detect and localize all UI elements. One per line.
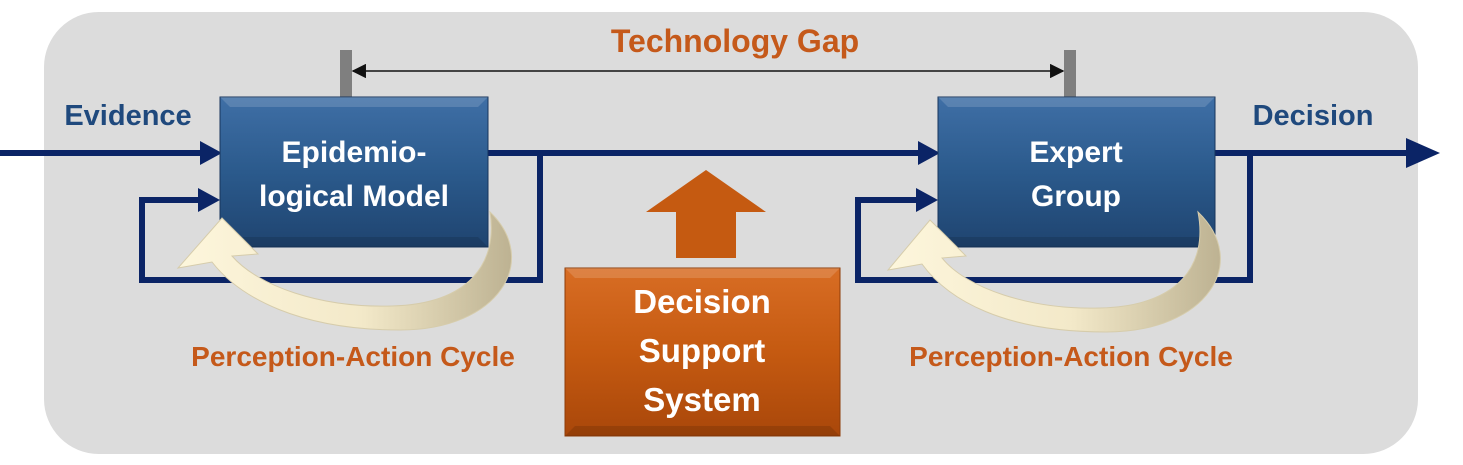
decision-support-line3: System <box>643 381 760 418</box>
support-up-arrow <box>646 170 766 258</box>
epidemiological-model-line2: logical Model <box>259 180 449 213</box>
flow-arrowheads <box>198 138 1440 212</box>
expert-group-line1: Expert <box>1029 136 1122 169</box>
evidence-label: Evidence <box>64 100 191 132</box>
decision-support-system-box: Decision Support System <box>564 267 841 437</box>
expert-group-box: Expert Group <box>937 96 1216 248</box>
gap-bar-right <box>1064 50 1076 98</box>
right-cycle-arrow <box>886 210 1221 333</box>
gap-bar-left <box>340 50 352 98</box>
technology-gap-title: Technology Gap <box>611 23 859 59</box>
epidemiological-model-line1: Epidemio- <box>281 136 426 169</box>
expert-group-line2: Group <box>1031 180 1121 213</box>
right-cycle-label: Perception-Action Cycle <box>909 341 1233 372</box>
left-cycle-arrow <box>176 210 512 331</box>
epidemiological-model-box: Epidemio- logical Model <box>219 96 489 248</box>
main-flow <box>0 150 1408 283</box>
decision-support-line1: Decision <box>633 283 771 320</box>
decision-label: Decision <box>1253 100 1374 132</box>
decision-support-line2: Support <box>639 332 765 369</box>
left-cycle-label: Perception-Action Cycle <box>191 341 515 372</box>
